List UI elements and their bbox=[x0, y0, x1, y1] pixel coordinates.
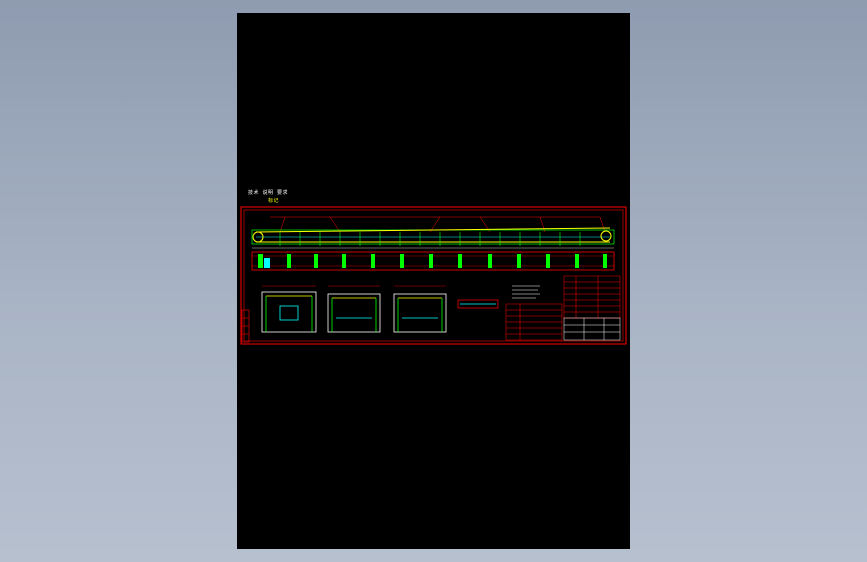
parts-list bbox=[505, 275, 621, 341]
section-view-1 bbox=[261, 285, 317, 333]
drawing-inner-border bbox=[243, 209, 624, 342]
drawing-sheet[interactable] bbox=[237, 13, 630, 549]
caption-line-1: 技术 说明 要求 bbox=[248, 190, 289, 196]
section-view-3 bbox=[393, 285, 447, 333]
technical-notes bbox=[512, 285, 540, 299]
detail-view bbox=[457, 299, 499, 309]
caption-line-2: 标记 bbox=[268, 198, 280, 204]
title-block bbox=[563, 317, 621, 341]
drawing-border bbox=[240, 206, 627, 345]
conveyor-elevation bbox=[251, 227, 615, 249]
drawing-caption: 技术 说明 要求 标记 bbox=[248, 189, 289, 204]
conveyor-plan bbox=[251, 251, 615, 271]
top-leaders bbox=[270, 216, 606, 233]
section-view-2 bbox=[327, 285, 381, 333]
